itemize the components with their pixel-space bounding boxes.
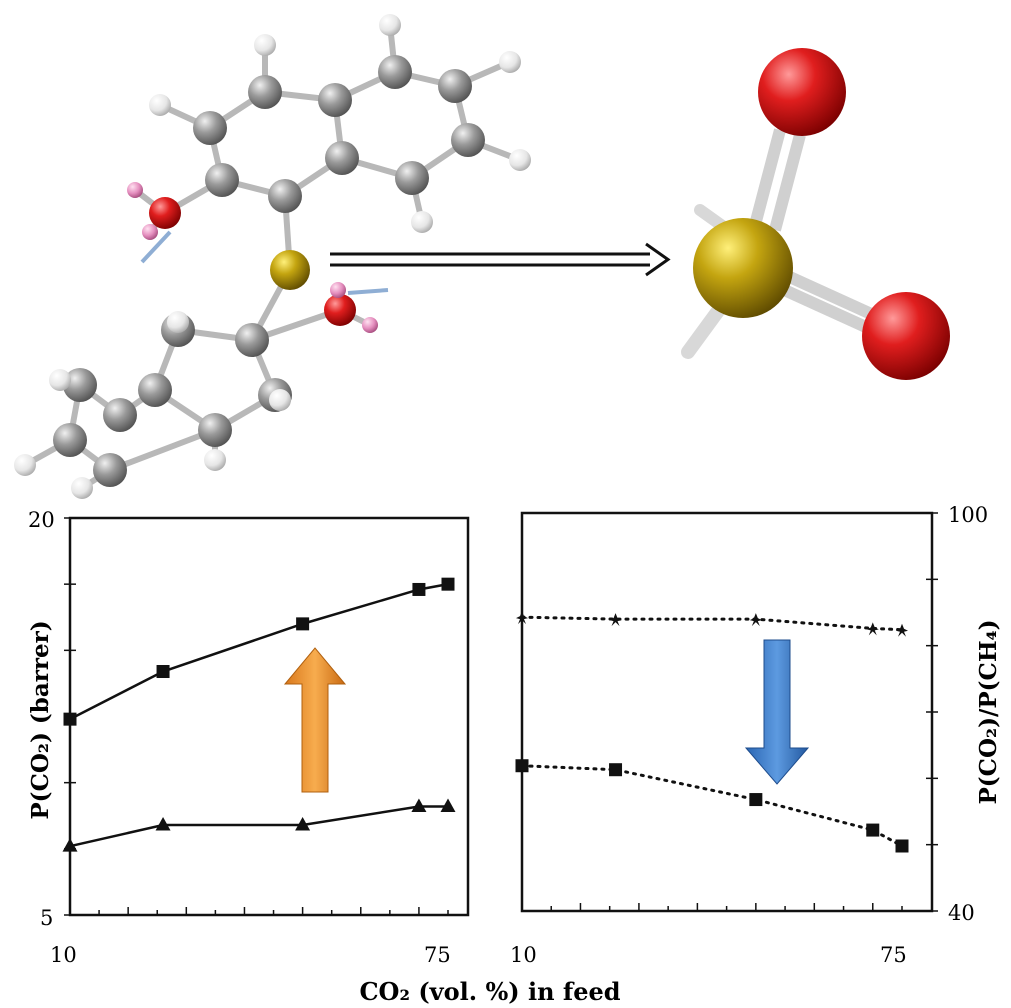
chart-left-ticks	[64, 517, 449, 916]
molecule-diagram	[14, 14, 531, 499]
carbon-atom	[93, 453, 127, 487]
sulfone-fragment	[681, 48, 950, 380]
data-point-square	[515, 759, 529, 773]
data-point-square	[156, 665, 170, 679]
hydrogen-atom	[509, 149, 531, 171]
increase-arrow	[283, 647, 347, 793]
chart-left: 20 5 10 75 P(CO₂) (barrer)	[27, 508, 470, 967]
carbon-atom	[53, 423, 87, 457]
data-point-square	[895, 839, 909, 853]
transform-arrow	[330, 242, 671, 277]
data-point-triangle	[295, 817, 311, 831]
data-point-star	[609, 613, 622, 627]
series-line	[69, 805, 448, 848]
data-point-square	[866, 823, 880, 837]
carbon-atom	[438, 69, 472, 103]
data-point-triangle	[440, 798, 456, 812]
hydrogen-atom	[14, 454, 36, 476]
hydrogen-atom	[269, 389, 291, 411]
carbon-atom	[395, 161, 429, 195]
chart-right-ylabel: P(CO₂)/P(CH₄)	[975, 619, 1002, 804]
hydrogen-atom	[254, 34, 276, 56]
data-point-star	[896, 623, 908, 637]
oxygen-atom	[758, 48, 846, 136]
oxygen-atom	[324, 294, 356, 326]
hydrogen-atom	[167, 311, 189, 333]
data-point-square	[412, 582, 426, 596]
chart-right-frame	[520, 511, 934, 913]
chart-left-ylabel: P(CO₂) (barrer)	[27, 620, 54, 819]
carbon-atom	[63, 368, 97, 402]
chart-right-ytick-top: 100	[948, 503, 988, 527]
hydrogen-atom	[499, 51, 521, 73]
hydrogen-atom	[204, 449, 226, 471]
data-point-star	[866, 622, 879, 636]
carbon-atom	[235, 323, 269, 357]
oxygen-atom	[862, 292, 950, 380]
series-line	[520, 615, 904, 632]
hydrogen-atom	[71, 477, 93, 499]
carbon-atom	[318, 83, 352, 117]
hydrogen-atom	[411, 211, 433, 233]
data-point-square	[609, 763, 623, 777]
hydroxyl-hydrogen-atom	[127, 182, 143, 198]
data-point-square	[296, 617, 310, 631]
hydroxyl-hydrogen-atom	[330, 282, 346, 298]
decrease-arrow	[744, 639, 810, 785]
h-bond-stick	[347, 288, 389, 295]
chart-left-xtick-end: 75	[424, 943, 451, 967]
chart-right-ticks	[521, 512, 938, 912]
carbon-atom	[268, 179, 302, 213]
chart-right-xtick-start: 10	[510, 943, 537, 967]
sulfur-atom	[270, 250, 310, 290]
shared-xlabel: CO₂ (vol. %) in feed	[359, 977, 620, 1006]
h-bond-stick	[140, 230, 172, 264]
carbon-atom	[248, 75, 282, 109]
data-point-triangle	[411, 798, 427, 812]
hydroxyl-hydrogen-atom	[142, 224, 158, 240]
data-point-triangle	[62, 838, 78, 852]
molecule-atoms	[14, 14, 531, 499]
data-point-square	[441, 577, 455, 591]
series-line	[520, 764, 904, 848]
chart-right-ytick-bottom: 40	[948, 901, 975, 925]
chart-left-series	[62, 577, 456, 852]
data-point-triangle	[155, 817, 171, 831]
hydroxyl-hydrogen-atom	[362, 317, 378, 333]
chart-left-xtick-start: 10	[50, 943, 77, 967]
carbon-atom	[138, 373, 172, 407]
chart-right-xtick-end: 75	[880, 943, 907, 967]
data-point-square	[749, 793, 763, 807]
carbon-atom	[205, 163, 239, 197]
carbon-atom	[193, 111, 227, 145]
chart-right-series	[515, 611, 909, 853]
carbon-atom	[451, 123, 485, 157]
data-point-square	[63, 712, 77, 726]
series-line	[69, 582, 449, 721]
molecule-bond	[107, 427, 218, 473]
carbon-atom	[198, 413, 232, 447]
hydrogen-atom	[49, 369, 71, 391]
carbon-atom	[378, 55, 412, 89]
carbon-atom	[103, 398, 137, 432]
hydrogen-atom	[379, 14, 401, 36]
chart-left-frame	[68, 516, 470, 917]
sulfur-atom	[693, 218, 793, 318]
carbon-atom	[325, 141, 359, 175]
chart-left-ytick-top: 20	[28, 508, 55, 532]
chart-right: 100 40 10 75 P(CO₂)/P(CH₄)	[510, 503, 1002, 967]
data-point-star	[749, 613, 762, 627]
chart-left-ytick-bottom: 5	[40, 906, 53, 930]
data-point-star	[516, 611, 528, 625]
oxygen-atom	[149, 197, 181, 229]
hydrogen-atom	[149, 94, 171, 116]
